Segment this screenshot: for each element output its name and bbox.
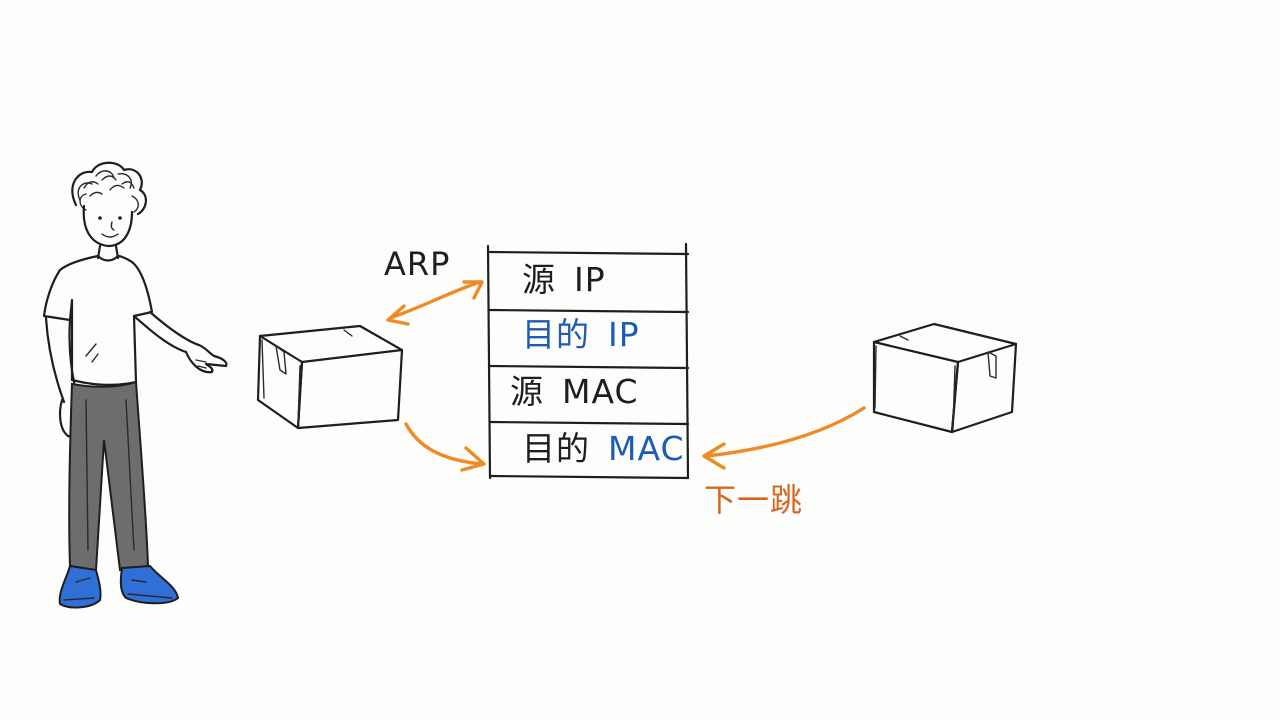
next-hop-label: 下一跳 (704, 481, 804, 519)
shoe-right (119, 564, 180, 605)
field-source-mac: 源 MAC (510, 375, 639, 408)
arp-arrow (386, 280, 484, 326)
box-icon (872, 322, 1018, 434)
field-source-ip-en: IP (574, 260, 606, 299)
field-source-ip-cn: 源 (522, 260, 556, 299)
next-hop-arrow (702, 406, 866, 470)
hair (71, 161, 147, 216)
person-icon (42, 161, 228, 609)
field-destination-ip-en: IP (608, 315, 640, 354)
box-to-mac-arrow (404, 422, 484, 466)
shoe-left (58, 564, 102, 609)
shirt (42, 254, 154, 386)
box-icon (256, 324, 404, 430)
eye-right (118, 216, 122, 220)
field-destination-ip-cn: 目的 (522, 315, 590, 354)
eye-left (98, 216, 102, 220)
field-destination-mac-cn: 目的 (522, 429, 590, 468)
arp-label: ARP (384, 245, 451, 283)
pants (68, 380, 150, 572)
field-destination-mac-en: MAC (608, 429, 685, 468)
field-destination-ip: 目的 IP (522, 318, 640, 351)
header-table (486, 242, 690, 480)
field-source-ip: 源 IP (522, 263, 606, 296)
face (82, 204, 134, 248)
field-destination-mac: 目的 MAC (522, 432, 685, 465)
field-source-mac-cn: 源 (510, 372, 544, 411)
field-source-mac-en: MAC (562, 372, 639, 411)
